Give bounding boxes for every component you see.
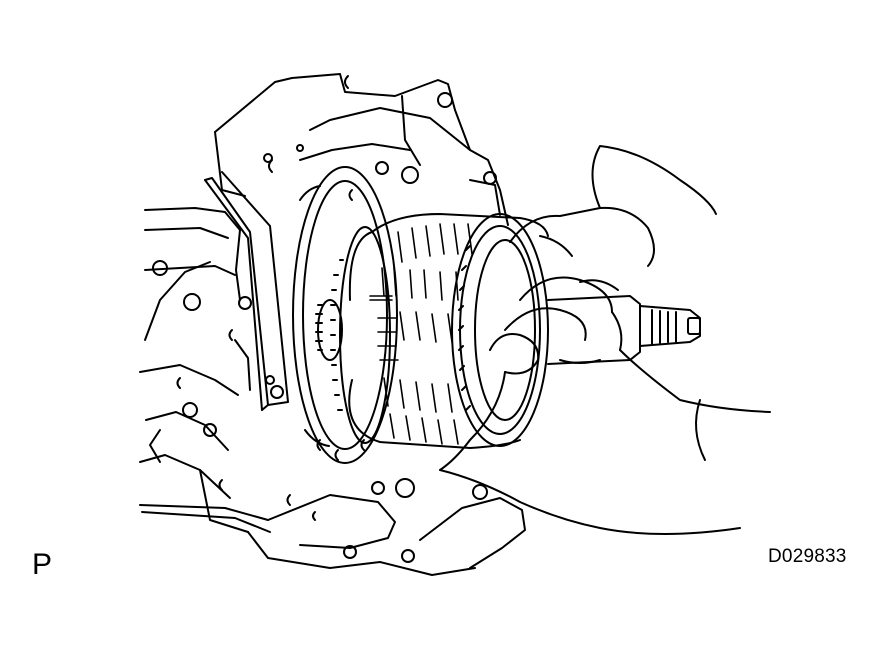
corner-label: P (32, 548, 53, 581)
output-shaft (548, 296, 700, 364)
transmission-case (140, 74, 525, 575)
inner-gear-stub (316, 300, 342, 360)
hand (440, 146, 770, 534)
figure-code: D029833 (768, 546, 847, 567)
clutch-drum (331, 214, 548, 448)
holding-bracket (205, 172, 288, 410)
housing-bore-ring (293, 167, 397, 463)
